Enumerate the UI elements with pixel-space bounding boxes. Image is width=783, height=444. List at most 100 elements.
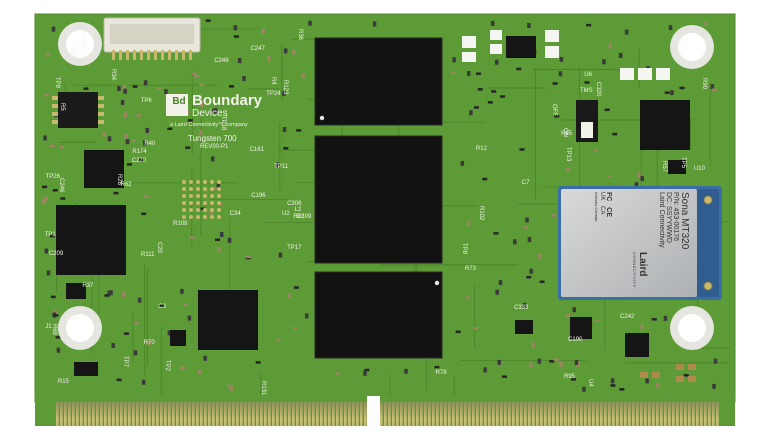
- smd-component: [50, 295, 56, 299]
- silkscreen-designator: R12: [475, 145, 487, 152]
- smd-component: [704, 20, 708, 26]
- smd-component: [242, 76, 246, 82]
- smd-component: [610, 384, 616, 387]
- bga-pad: [217, 187, 221, 191]
- bga-pad: [210, 215, 214, 219]
- smd-component: [117, 85, 121, 91]
- smd-component: [582, 386, 586, 392]
- smd-component: [450, 71, 456, 74]
- smd-component: [278, 252, 283, 258]
- smd-component: [473, 106, 479, 109]
- smd-component: [522, 302, 527, 308]
- capacitor: [640, 372, 648, 378]
- smd-component: [308, 20, 312, 26]
- smd-component: [282, 126, 287, 132]
- silkscreen-designator: C247: [250, 45, 265, 52]
- smd-component: [655, 382, 660, 388]
- smd-component: [121, 291, 126, 297]
- silkscreen-designator: TP8: [461, 243, 468, 255]
- bga-pad: [217, 180, 221, 184]
- smd-component: [83, 87, 89, 90]
- capacitor: [688, 364, 696, 370]
- ic-chip: [66, 283, 86, 299]
- smd-component: [111, 343, 115, 349]
- smd-component: [255, 361, 261, 364]
- silkscreen-designator: J1: [45, 323, 52, 330]
- smd-component: [293, 286, 299, 289]
- smd-component: [651, 318, 657, 321]
- smd-component: [487, 101, 493, 104]
- cert-fc: FC: [605, 192, 612, 202]
- smd-component: [44, 248, 49, 254]
- smd-component: [125, 139, 130, 145]
- smd-component: [136, 114, 142, 117]
- memory-chip: [314, 37, 443, 126]
- bga-pad: [196, 194, 200, 198]
- smd-component: [553, 358, 559, 361]
- silkscreen-designator: R22: [293, 213, 305, 220]
- smd-component: [133, 350, 138, 356]
- silkscreen-designator: C34: [229, 211, 241, 218]
- smd-component: [261, 28, 265, 34]
- ic-chip: [74, 362, 98, 376]
- fpc-pin: [161, 50, 164, 60]
- smd-component: [668, 25, 673, 31]
- board-model: Tungsten 700: [188, 134, 237, 143]
- cert-industry: Industry Canada: [594, 192, 599, 222]
- smd-component: [123, 112, 128, 118]
- smd-component: [292, 49, 296, 55]
- bga-pad: [203, 194, 207, 198]
- smd-component: [527, 237, 532, 243]
- smd-component: [187, 119, 193, 122]
- smd-component: [296, 129, 302, 132]
- smd-component: [558, 71, 563, 77]
- module-label: Sona MT320 P/N: 453-00176 DC: SSYYWWD La…: [556, 186, 696, 298]
- smd-component: [144, 195, 150, 198]
- silkscreen-designator: TP11: [274, 164, 289, 171]
- silkscreen-designator: TP2: [163, 359, 170, 371]
- silkscreen-designator: TP24: [266, 91, 281, 98]
- smd-component: [640, 176, 644, 182]
- smd-component: [610, 378, 615, 384]
- smd-component: [122, 84, 127, 90]
- smd-component: [495, 289, 499, 295]
- silkscreen-designator: C7: [521, 180, 530, 187]
- silkscreen-designator: R57: [660, 161, 667, 173]
- mounting-hole-icon: [58, 22, 102, 66]
- dip-switch: [576, 100, 598, 142]
- smd-component: [477, 88, 483, 91]
- bga-pad: [189, 194, 193, 198]
- module-brand: Laird: [637, 252, 648, 277]
- smd-component: [58, 146, 64, 149]
- smd-component: [637, 172, 641, 178]
- bga-pad: [217, 208, 221, 212]
- module-dc: DC: SSYYWWD: [665, 192, 672, 243]
- bga-pad: [196, 187, 200, 191]
- bga-pad: [182, 215, 186, 219]
- silkscreen-designator: R109: [296, 213, 312, 220]
- smd-component: [565, 314, 571, 317]
- smd-component: [141, 379, 146, 385]
- smd-component: [670, 90, 674, 96]
- silkscreen-designator: C333: [514, 305, 529, 312]
- ic-chip: [506, 36, 536, 58]
- smd-component: [574, 360, 579, 366]
- smd-component: [554, 115, 560, 118]
- silkscreen-designator: C306: [287, 201, 302, 208]
- capacitor: [676, 364, 684, 370]
- smd-component: [537, 358, 542, 364]
- bga-pad: [210, 187, 214, 191]
- smd-component: [49, 234, 55, 238]
- smd-component: [634, 182, 639, 188]
- bga-pad: [182, 180, 186, 184]
- smd-component: [205, 19, 211, 22]
- smd-component: [43, 93, 49, 97]
- smd-component: [469, 110, 473, 116]
- silkscreen-designator: TP1: [44, 232, 56, 239]
- silkscreen-designator: TP13: [564, 147, 571, 162]
- module-model: Sona MT320: [679, 192, 690, 250]
- smd-component: [217, 246, 221, 252]
- passive-components: [42, 19, 718, 392]
- silkscreen-designator: TP18: [219, 115, 226, 131]
- smd-component: [404, 368, 408, 374]
